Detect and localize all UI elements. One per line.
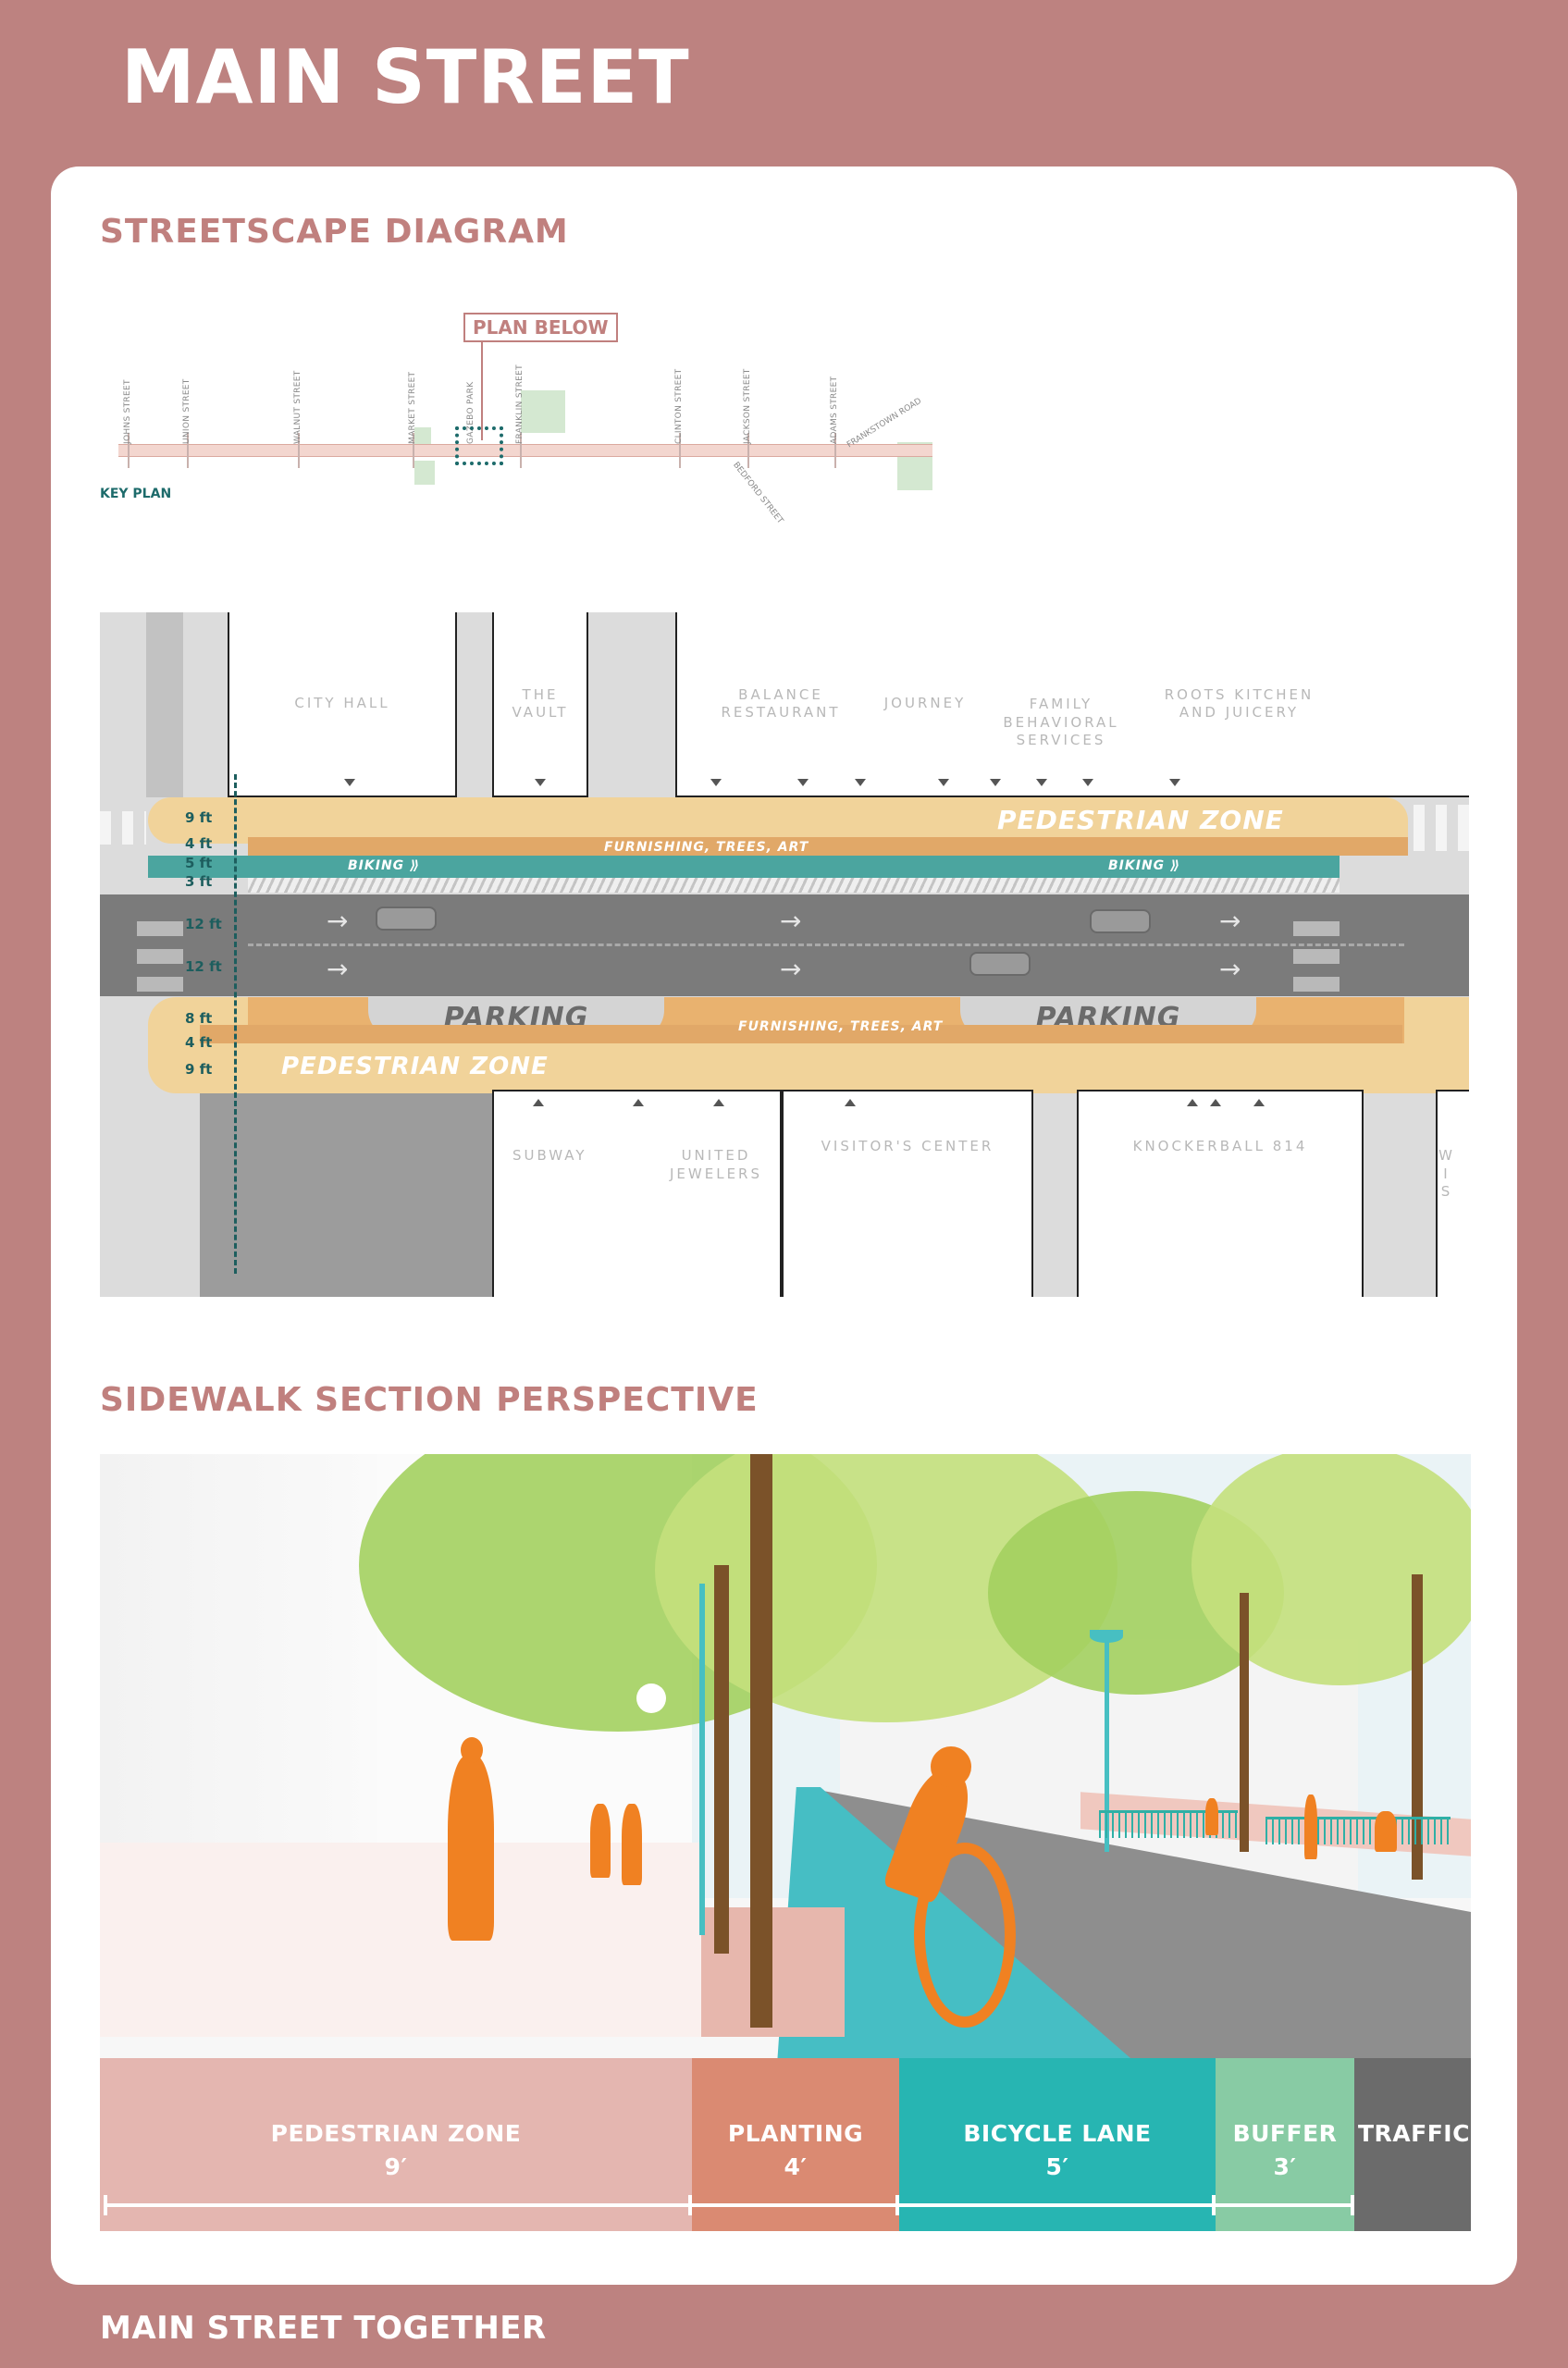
main-street-line — [118, 444, 932, 457]
park-patch — [414, 427, 431, 446]
tree-trunk — [750, 1454, 772, 2028]
main-title: MAIN STREET — [121, 34, 690, 120]
globe-light — [636, 1684, 666, 1713]
building-partial: WI S — [1436, 1090, 1469, 1297]
key-plan-label: KEY PLAN — [100, 487, 172, 501]
buildings-north-row: BALANCE RESTAURANT JOURNEY FAMILY BEHAVI… — [675, 612, 1469, 797]
furnishing-label: FURNISHING, TREES, ART — [738, 1019, 944, 1034]
footer-tagline: MAIN STREET TOGETHER — [100, 2310, 547, 2347]
dimension-label: 9 ft — [185, 1061, 213, 1078]
traffic-arrow-icon: → — [1219, 954, 1241, 984]
dimension-label: 5 ft — [185, 855, 213, 871]
street-label: WALNUT STREET — [293, 370, 302, 445]
car-icon — [1090, 909, 1151, 933]
dimension-label: 8 ft — [185, 1010, 213, 1027]
plan-extent-box — [455, 426, 503, 465]
street-label: MARKET STREET — [408, 371, 417, 444]
light-pole — [1105, 1639, 1109, 1852]
building-visitors-center: VISITOR'S CENTER — [782, 1090, 1033, 1297]
dimension-label: 12 ft — [185, 916, 222, 932]
crosswalk — [1293, 908, 1340, 992]
north-pedestrian-zone — [148, 797, 1408, 844]
building-knockerball: KNOCKERBALL 814 — [1077, 1090, 1364, 1297]
building-subway-jewelers: SUBWAY UNITED JEWELERS — [492, 1090, 782, 1297]
traffic-arrow-icon: → — [327, 954, 349, 984]
bike-lane — [148, 856, 1340, 878]
street-label: CLINTON STREET — [674, 368, 684, 444]
park-patch — [414, 461, 435, 485]
dimension-label: 3 ft — [185, 873, 213, 890]
seated-figure — [1205, 1798, 1218, 1835]
traffic-arrow-icon: → — [780, 954, 802, 984]
lane-divider — [248, 944, 1404, 946]
dimension-label: 4 ft — [185, 1034, 213, 1051]
pedestrian-figure — [448, 1756, 494, 1941]
sidewalk-surface — [100, 1843, 701, 2037]
crosswalk — [1414, 805, 1469, 851]
car-icon — [376, 906, 437, 931]
callout-pointer — [481, 340, 483, 440]
dimension-label: 9 ft — [185, 809, 213, 826]
bike-buffer — [248, 878, 1340, 893]
seated-figure — [1304, 1794, 1317, 1859]
plan-below-callout: PLAN BELOW — [463, 313, 618, 342]
furnishing-label: FURNISHING, TREES, ART — [604, 840, 809, 855]
street-label: FRANKLIN STREET — [515, 364, 525, 444]
biking-label: BIKING ⟫ — [348, 858, 421, 873]
tree-trunk — [714, 1565, 729, 1954]
key-plan: JOHNS STREET UNION STREET WALNUT STREET … — [100, 305, 1006, 525]
dimension-line — [234, 774, 237, 1274]
cyclist-figure — [931, 1746, 971, 1787]
lamp-head — [1090, 1630, 1123, 1643]
traffic-arrow-icon: → — [1219, 906, 1241, 936]
pedestrian-zone-label: PEDESTRIAN ZONE — [997, 805, 1284, 835]
seated-figure — [1375, 1811, 1397, 1852]
south-furnishing-strip — [200, 1025, 1402, 1043]
pedestrian-zone-label: PEDESTRIAN ZONE — [281, 1053, 549, 1080]
street-label: BEDFORD STREET — [731, 461, 785, 526]
streetscape-plan: CITY HALL THE VAULT BALANCE RESTAURANT J… — [100, 612, 1469, 1297]
building-the-vault: THE VAULT — [492, 612, 588, 797]
street-label: JACKSON STREET — [743, 368, 752, 444]
street-label: JOHNS STREET — [123, 379, 132, 444]
tree-canopy — [146, 612, 183, 797]
street-label: UNION STREET — [182, 378, 191, 444]
building-city-hall: CITY HALL — [228, 612, 457, 797]
pedestrian-figure — [461, 1737, 483, 1763]
pedestrian-figure — [622, 1804, 642, 1885]
pedestrian-figure — [590, 1804, 611, 1878]
biking-label: BIKING ⟫ — [1108, 858, 1181, 873]
traffic-arrow-icon: → — [780, 906, 802, 936]
dimension-label: 4 ft — [185, 835, 213, 852]
car-icon — [969, 952, 1031, 976]
north-furnishing-zone — [248, 837, 1408, 856]
gazebo-park-area — [521, 390, 565, 433]
crosswalk — [100, 811, 146, 845]
streetscape-diagram-heading: STREETSCAPE DIAGRAM — [100, 213, 569, 251]
tree-canopy — [1191, 1454, 1471, 1685]
legend-traffic: TRAFFIC — [1354, 2058, 1471, 2231]
crosswalk — [137, 908, 183, 992]
tree-trunk — [1412, 1574, 1423, 1880]
dimension-label: 12 ft — [185, 958, 222, 975]
cafe-seating — [1266, 1817, 1451, 1844]
light-pole — [699, 1584, 705, 1935]
street-label: ADAMS STREET — [830, 376, 839, 444]
tree-trunk — [1240, 1593, 1249, 1852]
sidewalk-section-heading: SIDEWALK SECTION PERSPECTIVE — [100, 1381, 759, 1419]
traffic-arrow-icon: → — [327, 906, 349, 936]
